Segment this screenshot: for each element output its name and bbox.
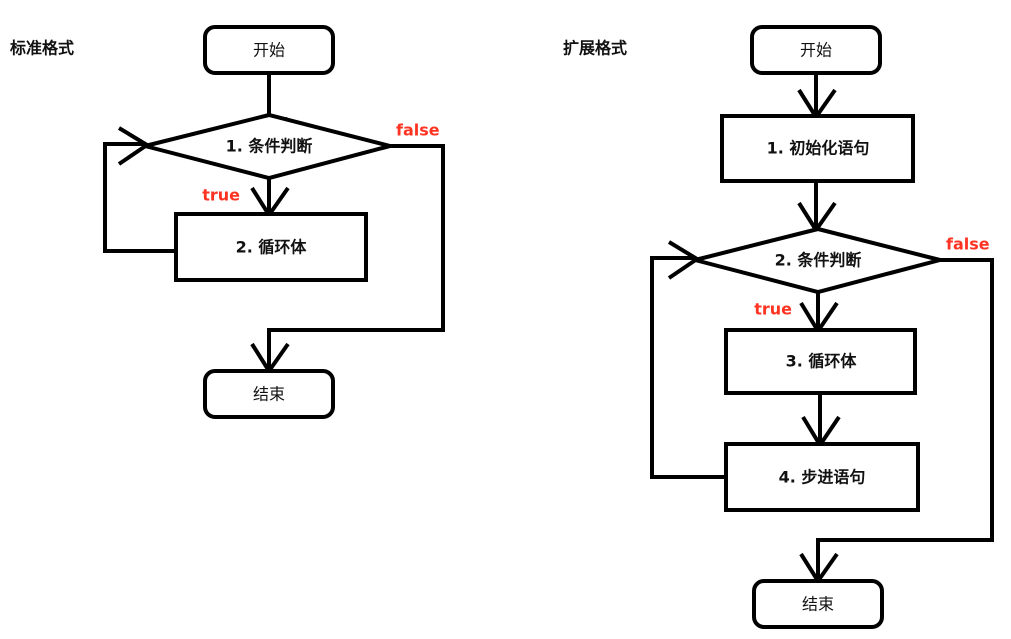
extended-step-shape [724,442,920,512]
diagram-extended: 扩展格式 开始 1. 初始化语句 [563,25,994,629]
diagram-extended-title: 扩展格式 [563,39,627,58]
extended-end-node[interactable]: 结束 [752,579,884,629]
diagram-standard: 标准格式 开始 1. 条件判断 true [9,25,445,419]
extended-edge-init-to-condition [797,181,837,234]
extended-step-node[interactable]: 4. 步进语句 [724,442,920,512]
standard-true-label: true [202,186,240,205]
standard-body-node[interactable]: 2. 循环体 [174,212,368,282]
standard-end-node[interactable]: 结束 [203,369,335,419]
standard-body-shape [174,212,368,282]
standard-edge-body-loopback [103,126,176,253]
diagram-standard-title: 标准格式 [9,39,74,58]
extended-edge-condition-true-to-body [799,292,839,335]
extended-end-shape [752,579,884,629]
standard-condition-node[interactable]: 1. 条件判断 [144,112,398,181]
extended-init-shape [720,114,915,183]
standard-start-label: 开始 [253,41,285,60]
standard-false-label: false [396,121,440,140]
extended-body-label: 3. 循环体 [786,352,858,371]
standard-end-label: 结束 [253,385,285,404]
extended-edge-condition-false-to-end [799,258,994,585]
standard-body-label: 2. 循环体 [236,238,308,257]
extended-body-shape [724,328,917,395]
extended-init-label: 1. 初始化语句 [767,139,870,158]
standard-end-shape [203,369,335,419]
extended-body-node[interactable]: 3. 循环体 [724,328,917,395]
extended-end-label: 结束 [802,595,834,614]
standard-start-node[interactable]: 开始 [203,25,335,75]
extended-step-label: 4. 步进语句 [779,468,866,487]
extended-start-node[interactable]: 开始 [750,25,882,75]
extended-true-label: true [754,300,792,319]
extended-init-node[interactable]: 1. 初始化语句 [720,114,915,183]
extended-condition-label: 2. 条件判断 [775,251,862,270]
extended-start-label: 开始 [800,41,832,60]
standard-condition-label: 1. 条件判断 [226,137,313,156]
extended-edge-step-loopback [650,240,726,479]
extended-false-label: false [946,235,990,254]
extended-edge-start-to-init [797,73,837,121]
extended-condition-node[interactable]: 2. 条件判断 [694,226,941,295]
extended-edge-body-to-step [801,393,841,449]
standard-edge-condition-true-to-body [250,178,290,219]
